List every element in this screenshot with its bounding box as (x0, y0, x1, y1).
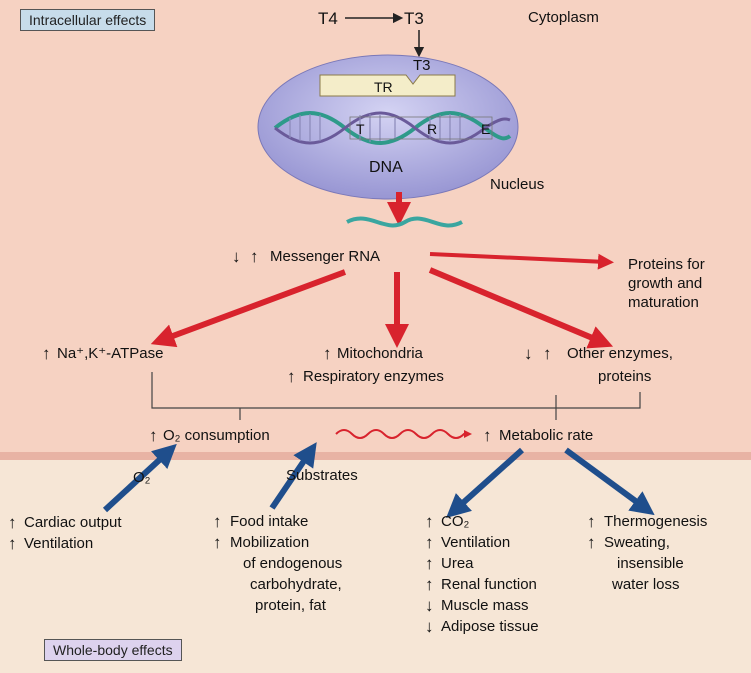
urea-label: Urea (441, 555, 474, 572)
food-up-arrow: ↑ (213, 512, 222, 531)
o2-consumption-label: O₂ consumption (163, 427, 270, 444)
adipose-tissue-label: Adipose tissue (441, 618, 539, 635)
output-arrow-right (564, 447, 655, 516)
sweating-line3: water loss (611, 576, 680, 593)
na-k-up-arrow: ↑ (42, 344, 51, 363)
adipose-down-arrow: ↓ (425, 617, 434, 636)
substrates-label: Substrates (286, 467, 358, 484)
ventilation-mid-up-arrow: ↑ (425, 533, 434, 552)
renal-up-arrow: ↑ (425, 575, 434, 594)
mobilization-line1: Mobilization (230, 534, 309, 551)
mobilization-line3: carbohydrate, (250, 576, 342, 593)
other-enzymes-line1: Other enzymes, (567, 345, 673, 362)
nucleus-label: Nucleus (490, 176, 544, 193)
t3-label-top: T3 (404, 9, 424, 28)
other-enzymes-up-arrow: ↑ (543, 344, 552, 363)
urea-up-arrow: ↑ (425, 554, 434, 573)
mrna-wave (346, 216, 463, 228)
thermogenesis-label: Thermogenesis (604, 513, 707, 530)
mobilization-line4: protein, fat (255, 597, 327, 614)
tre-t-label: T (356, 121, 365, 137)
ventilation-mid-label: Ventilation (441, 534, 510, 551)
mitochondria-up-arrow: ↑ (323, 344, 332, 363)
proteins-growth-line2: growth and (628, 275, 702, 292)
cardiac-output-label: Cardiac output (24, 514, 122, 531)
proteins-growth-line3: maturation (628, 294, 699, 311)
output-arrow-left (446, 447, 525, 519)
dna-base-pairs (289, 114, 461, 142)
cytoplasm-label: Cytoplasm (528, 9, 599, 26)
sweating-line1: Sweating, (604, 534, 670, 551)
o2-input-arrow (102, 443, 177, 513)
thermogenesis-up-arrow: ↑ (587, 512, 596, 531)
arrow-to-na-k-atpase (150, 269, 347, 348)
intracellular-effects-label: Intracellular effects (20, 9, 156, 31)
tre-box (349, 116, 493, 140)
muscle-mass-label: Muscle mass (441, 597, 529, 614)
squiggle-arrow (335, 429, 472, 439)
renal-function-label: Renal function (441, 576, 537, 593)
other-enzymes-down-arrow: ↓ (524, 344, 533, 363)
tre-r-label: R (427, 121, 437, 137)
thyroid-receptor (319, 74, 456, 97)
messenger-rna-label: Messenger RNA (270, 248, 380, 265)
t3-label-inner: T3 (413, 57, 431, 74)
cardiac-up-arrow: ↑ (8, 513, 17, 532)
ventilation-left-label: Ventilation (24, 535, 93, 552)
t4-label: T4 (318, 9, 338, 28)
metabolic-rate-up-arrow: ↑ (483, 426, 492, 445)
sweating-line2: insensible (617, 555, 684, 572)
o2-consumption-up-arrow: ↑ (149, 426, 158, 445)
food-intake-label: Food intake (230, 513, 308, 530)
o2-label: O₂ (133, 469, 151, 486)
co2-label: CO₂ (441, 513, 470, 530)
na-k-atpase-label: Na⁺,K⁺-ATPase (57, 345, 163, 362)
mobilization-up-arrow: ↑ (213, 533, 222, 552)
respiratory-up-arrow: ↑ (287, 367, 296, 386)
whole-body-effects-label: Whole-body effects (44, 639, 182, 661)
co2-up-arrow: ↑ (425, 512, 434, 531)
arrow-to-proteins-growth (429, 252, 614, 270)
mrna-down-arrow: ↓ (232, 247, 241, 266)
other-enzymes-line2: proteins (598, 368, 651, 385)
respiratory-enzymes-label: Respiratory enzymes (303, 368, 444, 385)
metabolic-rate-label: Metabolic rate (499, 427, 593, 444)
muscle-down-arrow: ↓ (425, 596, 434, 615)
convergence-bracket (151, 372, 641, 420)
mitochondria-label: Mitochondria (337, 345, 424, 362)
tre-e-label: E (481, 121, 490, 137)
tr-label: TR (374, 79, 393, 95)
ventilation-left-up-arrow: ↑ (8, 534, 17, 553)
sweating-up-arrow: ↑ (587, 533, 596, 552)
mobilization-line2: of endogenous (243, 555, 342, 572)
mrna-up-arrow: ↑ (250, 247, 259, 266)
cell-membrane (0, 452, 751, 460)
arrow-to-other-enzymes (428, 267, 614, 349)
substrates-input-arrow (269, 442, 317, 510)
proteins-growth-line1: Proteins for (628, 256, 705, 273)
dna-label: DNA (369, 159, 403, 176)
